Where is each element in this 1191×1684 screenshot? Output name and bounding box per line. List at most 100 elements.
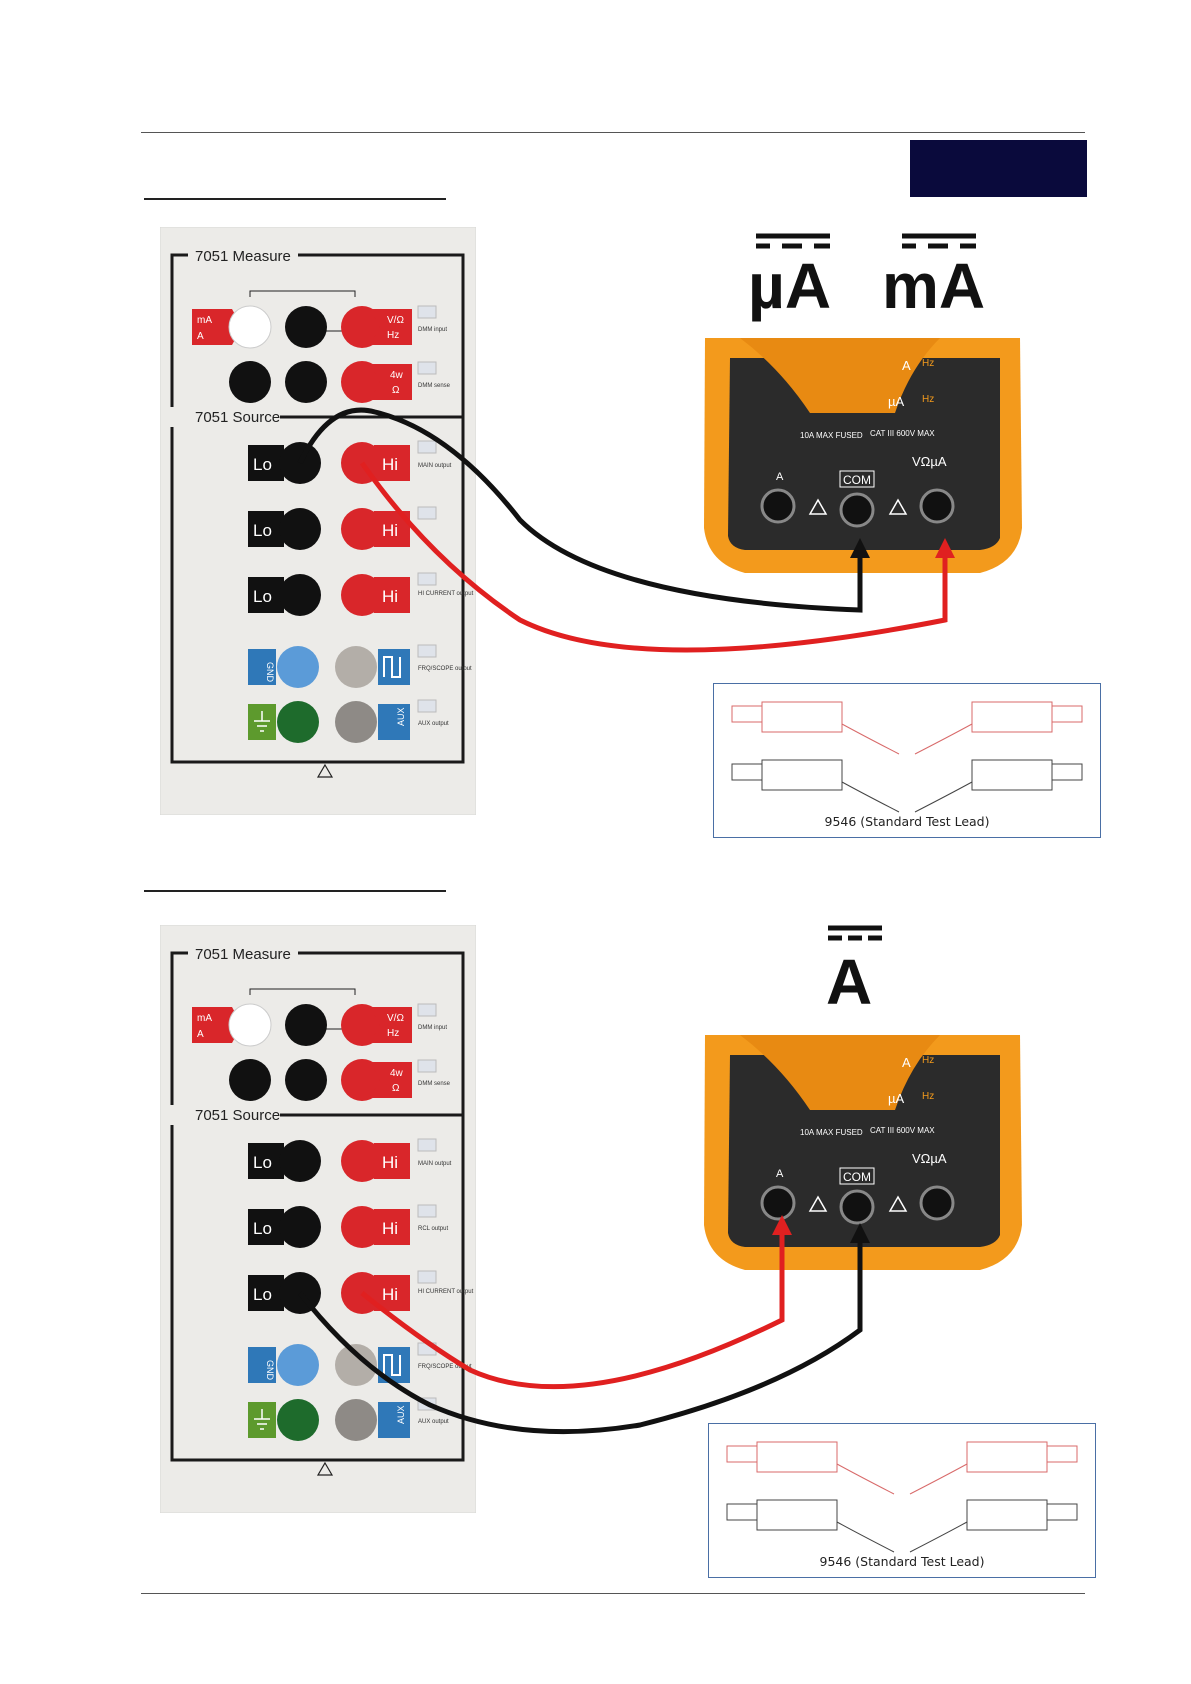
- jack-aux-hi[interactable]: [335, 701, 377, 743]
- ma-label-2: A: [197, 1029, 204, 1040]
- meter-com-label: COM: [843, 473, 871, 487]
- main-output-label: MAIN output: [418, 463, 452, 469]
- ma-label: mA: [197, 1013, 212, 1024]
- gnd-label: GND: [265, 662, 275, 683]
- 7051-panel-2: 7051 Measure 7051 Source mA A V/Ω Hz DMM…: [160, 925, 476, 1513]
- jack-rcl-lo[interactable]: [279, 508, 321, 550]
- jack-fuse[interactable]: [229, 1059, 271, 1101]
- main-output-label: MAIN output: [418, 1161, 452, 1167]
- hi-current-output-label: HI CURRENT output: [418, 1289, 474, 1295]
- jack-main-hi[interactable]: [341, 1140, 383, 1182]
- lo-label: Lo: [253, 1153, 272, 1172]
- meter-jack-vua[interactable]: [919, 1185, 955, 1221]
- meter-cat-label: CAT III 600V MAX: [870, 429, 935, 438]
- hi-label: Hi: [382, 1285, 398, 1304]
- fourw-label: 4w: [390, 1068, 404, 1079]
- test-lead-box-1: 9546 (Standard Test Lead): [713, 683, 1101, 838]
- gnd-label: GND: [265, 1360, 275, 1381]
- meter-a-label: A: [776, 1168, 784, 1180]
- lo-label: Lo: [253, 1285, 272, 1304]
- jack-rcl-lo[interactable]: [279, 1206, 321, 1248]
- jack-sense-hi[interactable]: [341, 361, 383, 403]
- frq-output-label: FRQ/SCOPE output: [418, 666, 472, 672]
- rcl-output-label: RCL output: [418, 1226, 448, 1232]
- meter-hz-1: Hz: [922, 1055, 934, 1066]
- jack-main-lo[interactable]: [279, 442, 321, 484]
- hi-label: Hi: [382, 587, 398, 606]
- meter-range-ua: µA: [888, 1091, 904, 1106]
- source-title: 7051 Source: [195, 1107, 280, 1124]
- milliamp-symbol: mA: [882, 250, 985, 322]
- hi-current-output-label: HI CURRENT output: [418, 591, 474, 597]
- jack-aux-lo[interactable]: [277, 701, 319, 743]
- jack-com[interactable]: [285, 1004, 327, 1046]
- current-symbols-1: µA mA: [748, 233, 985, 322]
- ma-label: mA: [197, 315, 212, 326]
- test-lead-caption-2: 9546 (Standard Test Lead): [819, 1554, 985, 1569]
- aux-output-label: AUX output: [418, 1419, 449, 1425]
- jack-vohm[interactable]: [341, 1004, 383, 1046]
- jack-frq-hi[interactable]: [335, 1344, 377, 1386]
- section-heading-rule-2: [144, 890, 446, 892]
- jack-sense-lo[interactable]: [285, 361, 327, 403]
- meter-range-a: A: [902, 1055, 911, 1070]
- hi-label: Hi: [382, 1153, 398, 1172]
- meter-hz-2: Hz: [922, 394, 934, 405]
- warning-icon: [316, 763, 334, 778]
- jack-aux-hi[interactable]: [335, 1399, 377, 1441]
- aux-label: AUX: [396, 1405, 406, 1424]
- jack-hicur-lo[interactable]: [279, 574, 321, 616]
- jack-hicur-lo[interactable]: [279, 1272, 321, 1314]
- source-row-aux: AUX AUX output: [248, 699, 449, 743]
- jack-aux-lo[interactable]: [277, 1399, 319, 1441]
- jack-main-lo[interactable]: [279, 1140, 321, 1182]
- jack-frq-lo[interactable]: [277, 1344, 319, 1386]
- microamp-symbol: µA: [748, 250, 831, 322]
- source-title: 7051 Source: [195, 409, 280, 426]
- jack-fuse[interactable]: [229, 361, 271, 403]
- hi-label: Hi: [382, 455, 398, 474]
- header-rule: [141, 132, 1085, 133]
- jack-ma[interactable]: [228, 1003, 272, 1047]
- lo-label: Lo: [253, 1219, 272, 1238]
- dmm-input-label: DMM input: [418, 1025, 447, 1031]
- jack-ma[interactable]: [228, 305, 272, 349]
- jack-frq-hi[interactable]: [335, 646, 377, 688]
- multimeter-1: A Hz µA Hz 10A MAX FUSED CAT III 600V MA…: [704, 338, 1022, 573]
- multimeter-2: A Hz µA Hz 10A MAX FUSED CAT III 600V MA…: [704, 1035, 1022, 1270]
- ma-label-2: A: [197, 331, 204, 342]
- meter-fused-label: 10A MAX FUSED: [800, 431, 863, 440]
- hz-label: Hz: [387, 330, 399, 341]
- meter-jack-a[interactable]: [760, 488, 796, 524]
- meter-hz-2: Hz: [922, 1091, 934, 1102]
- amp-symbol: A: [826, 946, 872, 1014]
- brand-block: [910, 140, 1087, 197]
- measure-title: 7051 Measure: [195, 946, 291, 963]
- meter-vua-label: VΩµA: [912, 454, 947, 469]
- footer-rule: [141, 1593, 1085, 1594]
- jack-sense-lo[interactable]: [285, 1059, 327, 1101]
- meter-jack-com[interactable]: [839, 1189, 875, 1225]
- dmm-sense-label: DMM sense: [418, 1081, 451, 1087]
- section-heading-rule-1: [144, 198, 446, 200]
- source-row-main: Lo Hi MAIN output: [248, 1138, 452, 1182]
- dmm-input-label: DMM input: [418, 327, 447, 333]
- meter-range-ua: µA: [888, 394, 904, 409]
- 7051-panel-1: 7051 Measure 7051 Source mA A V/Ω Hz DMM…: [160, 227, 476, 815]
- jack-vohm[interactable]: [341, 306, 383, 348]
- meter-jack-a[interactable]: [760, 1185, 796, 1221]
- meter-jack-com[interactable]: [839, 492, 875, 528]
- jack-com[interactable]: [285, 306, 327, 348]
- ma-badge: [192, 309, 242, 345]
- source-row-frq: GND FRQ/SCOPE output: [248, 644, 472, 688]
- meter-range-a: A: [902, 358, 911, 373]
- aux-label: AUX: [396, 707, 406, 726]
- meter-a-label: A: [776, 471, 784, 483]
- jack-sense-hi[interactable]: [341, 1059, 383, 1101]
- meter-cat-label: CAT III 600V MAX: [870, 1126, 935, 1135]
- jack-frq-lo[interactable]: [277, 646, 319, 688]
- meter-jack-vua[interactable]: [919, 488, 955, 524]
- meter-vua-label: VΩµA: [912, 1151, 947, 1166]
- fourw-label: 4w: [390, 370, 404, 381]
- aux-output-label: AUX output: [418, 721, 449, 727]
